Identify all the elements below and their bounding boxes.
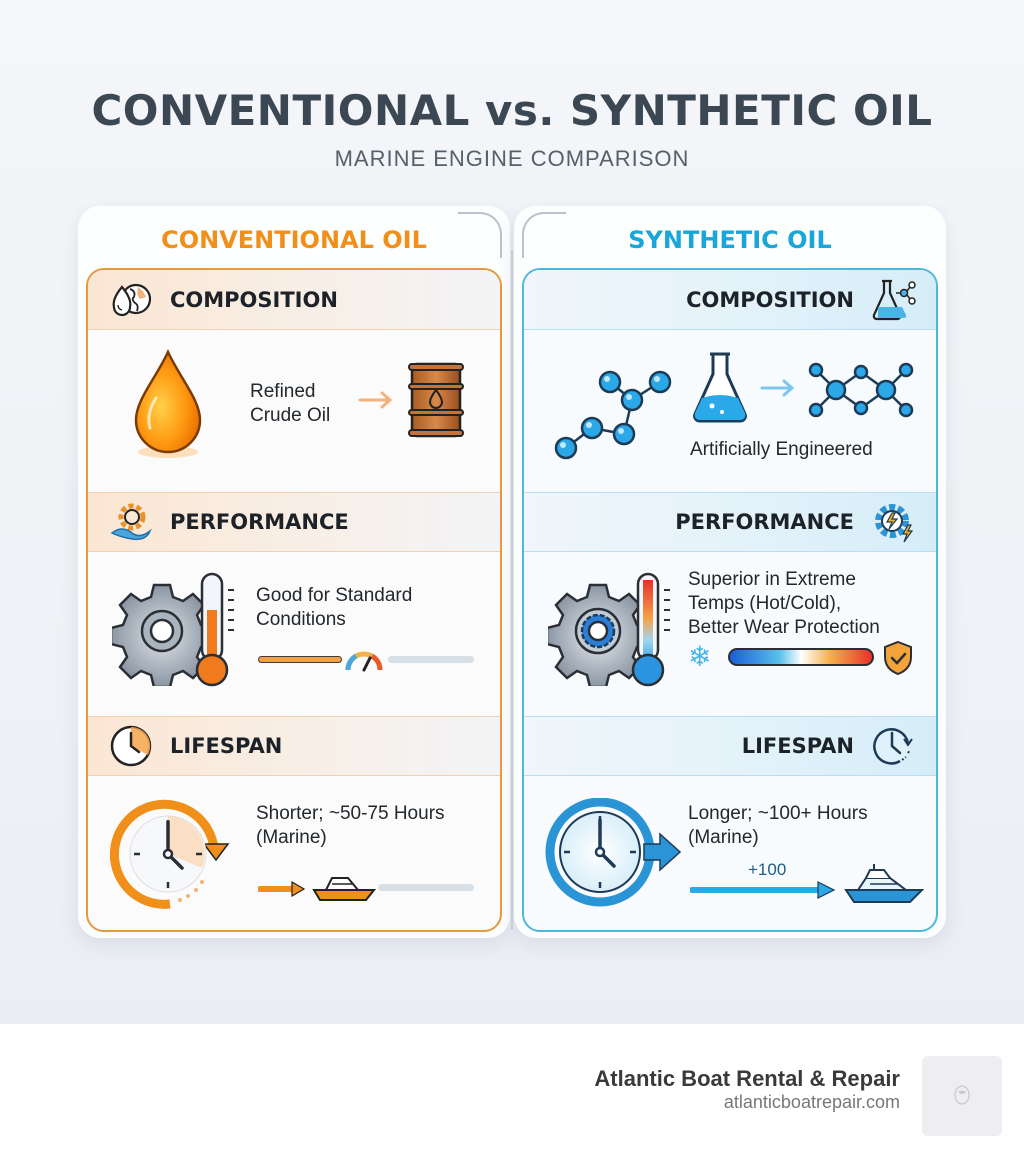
thermometer-icon: [192, 570, 236, 695]
synthetic-lifespan-text: Longer; ~100+ Hours (Marine): [688, 803, 868, 848]
synthetic-composition-text: Artificially Engineered: [690, 439, 873, 460]
arrow-right-icon: [358, 390, 396, 415]
conventional-performance-heading: PERFORMANCE: [170, 510, 349, 534]
snowflake-icon: ❄: [688, 641, 712, 672]
conventional-performance-body: Good for Standard Conditions: [88, 552, 500, 716]
molecule-chain-icon: [546, 348, 676, 469]
performance-meter-fill: [258, 656, 342, 663]
shield-check-icon: [882, 640, 914, 681]
gear-icon: [109, 576, 215, 691]
synthetic-composition-body: Artificially Engineered: [524, 330, 936, 492]
conventional-performance-header: PERFORMANCE: [88, 492, 500, 552]
temperature-gradient-bar: [728, 648, 874, 666]
oil-drop-globe-icon: [108, 277, 154, 323]
gear-lightning-icon: [870, 499, 916, 545]
conventional-composition-header: COMPOSITION: [88, 270, 500, 330]
synthetic-panel: COMPOSITION: [522, 268, 938, 932]
synthetic-lifespan-body: Longer; ~100+ Hours (Marine) +100: [524, 776, 936, 930]
divider-bracket-right: [522, 212, 566, 258]
conventional-column-title: CONVENTIONAL OIL: [161, 226, 427, 254]
conventional-panel: COMPOSITION Refin: [86, 268, 502, 932]
oil-barrel-icon: [406, 360, 466, 447]
arrow-right-icon: [257, 880, 308, 903]
arrow-right-icon: [760, 378, 800, 403]
infographic: CONVENTIONAL vs. SYNTHETIC OIL MARINE EN…: [86, 86, 938, 932]
synthetic-lifespan-heading: LIFESPAN: [741, 734, 854, 758]
footer: Atlantic Boat Rental & Repair atlanticbo…: [0, 1024, 1024, 1154]
synthetic-composition-heading: COMPOSITION: [686, 287, 854, 312]
arrow-right-icon: [689, 880, 840, 905]
lifespan-arrow-label: +100: [748, 860, 787, 879]
gear-wave-icon: [108, 499, 154, 545]
conventional-lifespan-header: LIFESPAN: [88, 716, 500, 776]
molecule-ring-icon: [806, 360, 916, 425]
gauge-icon: [344, 640, 384, 681]
clock-icon: [108, 723, 154, 769]
conventional-lifespan-heading: LIFESPAN: [170, 734, 283, 758]
synthetic-lifespan-header: LIFESPAN: [524, 716, 936, 776]
brand-name: Atlantic Boat Rental & Repair: [594, 1066, 900, 1091]
yacht-icon: [844, 864, 925, 909]
conventional-composition-body: Refined Crude Oil: [88, 330, 500, 492]
oil-drop-icon: [128, 348, 208, 465]
conventional-lifespan-body: Shorter; ~50-75 Hours (Marine): [88, 776, 500, 930]
column-divider: [511, 250, 513, 930]
brand-logo: [922, 1056, 1002, 1136]
thermometer-icon: [628, 570, 672, 695]
synthetic-performance-header: PERFORMANCE: [524, 492, 936, 552]
page-title: CONVENTIONAL vs. SYNTHETIC OIL: [91, 86, 933, 135]
synthetic-performance-body: Superior in Extreme Temps (Hot/Cold), Be…: [524, 552, 936, 716]
flask-icon: [690, 350, 750, 431]
brand-logo-icon: [952, 1082, 972, 1111]
synthetic-performance-text: Superior in Extreme Temps (Hot/Cold), Be…: [688, 569, 880, 638]
synthetic-composition-header: COMPOSITION: [524, 270, 936, 330]
synthetic-column-title: SYNTHETIC OIL: [628, 226, 832, 254]
gear-icon: [545, 576, 651, 691]
conventional-composition-heading: COMPOSITION: [170, 287, 338, 312]
divider-bracket-left: [458, 212, 502, 258]
brand-url[interactable]: atlanticboatrepair.com: [723, 1092, 900, 1112]
boat-icon: [312, 872, 377, 907]
flask-molecule-icon: [870, 277, 916, 323]
conventional-composition-text: Refined Crude Oil: [250, 381, 331, 426]
clock-cycle-icon: [544, 797, 684, 913]
clock-cycle-icon: [109, 796, 230, 917]
synthetic-performance-heading: PERFORMANCE: [675, 510, 854, 534]
conventional-performance-text: Good for Standard Conditions: [256, 585, 413, 630]
conventional-lifespan-text: Shorter; ~50-75 Hours (Marine): [256, 803, 445, 848]
lifespan-meter-track: [378, 884, 474, 891]
clock-refresh-icon: [870, 723, 916, 769]
performance-meter-track: [388, 656, 474, 663]
page-subtitle: MARINE ENGINE COMPARISON: [334, 146, 690, 171]
